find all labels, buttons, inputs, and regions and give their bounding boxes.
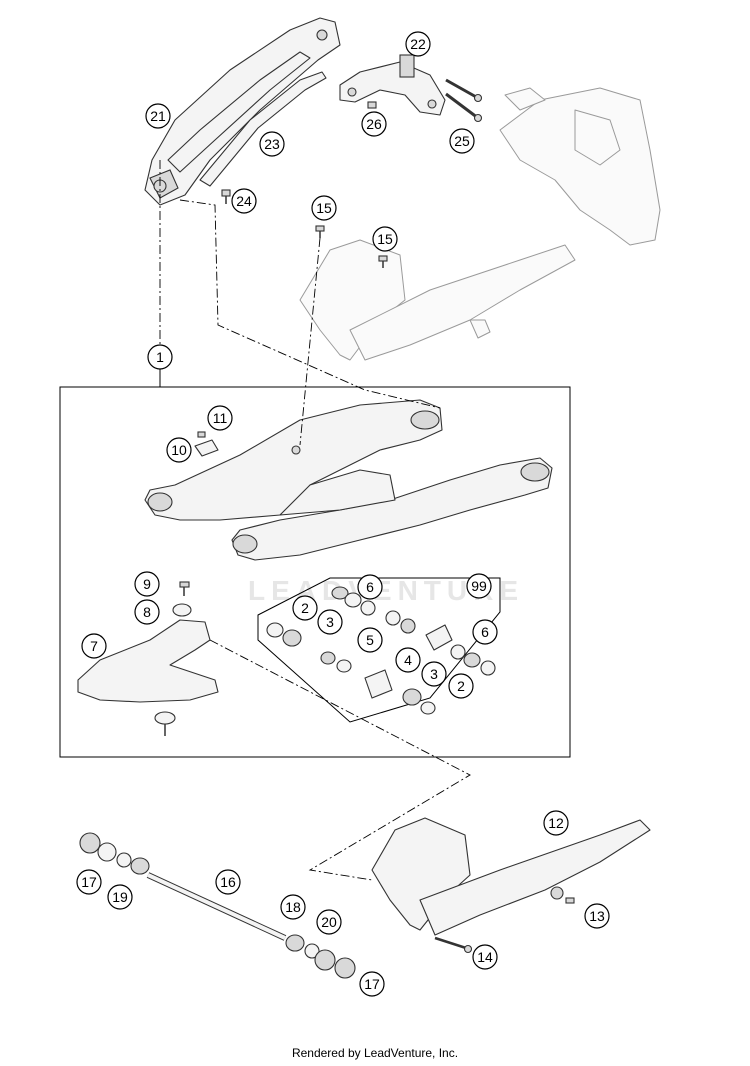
bearing-kit-frame (257, 577, 501, 723)
callout-15b: 15 (372, 226, 398, 252)
callout-5: 5 (357, 627, 383, 653)
callout-1: 1 (147, 344, 173, 387)
bearing-kit-parts (266, 586, 496, 715)
callout-2b: 2 (448, 673, 474, 699)
subframe-part (144, 17, 341, 206)
svg-text:4: 4 (404, 652, 412, 668)
svg-text:22: 22 (410, 36, 426, 52)
callout-19: 19 (107, 884, 133, 910)
grommet-part (154, 711, 176, 736)
callout-10: 10 (166, 437, 192, 463)
bolt-25-part (445, 78, 483, 123)
svg-text:17: 17 (364, 976, 380, 992)
svg-text:18: 18 (285, 899, 301, 915)
callout-20: 20 (316, 909, 342, 935)
svg-text:23: 23 (264, 136, 280, 152)
callout-13: 13 (584, 903, 610, 929)
bolt-24-part (221, 189, 231, 204)
svg-text:99: 99 (471, 578, 487, 594)
clip-part (194, 431, 219, 457)
callout-6a: 6 (357, 574, 383, 600)
bolt-14-part (434, 936, 473, 954)
svg-text:11: 11 (213, 410, 228, 426)
svg-text:7: 7 (90, 638, 98, 654)
callout-21: 21 (145, 103, 171, 129)
swingarm-part (144, 399, 553, 561)
svg-text:5: 5 (366, 632, 374, 648)
svg-text:15: 15 (316, 200, 332, 216)
svg-text:19: 19 (112, 889, 128, 905)
svg-text:13: 13 (589, 908, 605, 924)
callout-9: 9 (134, 571, 160, 597)
callout-3b: 3 (421, 661, 447, 687)
footer-credit: Rendered by LeadVenture, Inc. (291, 1046, 459, 1060)
svg-text:20: 20 (321, 914, 337, 930)
svg-text:24: 24 (236, 193, 252, 209)
svg-text:6: 6 (366, 579, 374, 595)
screw-13-part (565, 897, 575, 904)
svg-text:25: 25 (454, 133, 470, 149)
svg-text:17: 17 (81, 874, 97, 890)
callout-2a: 2 (292, 595, 318, 621)
callout-99: 99 (466, 573, 492, 599)
svg-text:15: 15 (377, 231, 393, 247)
assembly-frame (59, 386, 571, 758)
svg-text:10: 10 (171, 442, 187, 458)
svg-text:6: 6 (481, 624, 489, 640)
callout-25: 25 (449, 128, 475, 154)
screw-9-part (179, 581, 190, 596)
screw-15-parts (315, 225, 388, 268)
callout-18: 18 (280, 894, 306, 920)
svg-text:14: 14 (477, 949, 493, 965)
chain-slider-part (77, 619, 219, 703)
callout-16: 16 (215, 869, 241, 895)
callout-6b: 6 (472, 619, 498, 645)
bracket-part (339, 54, 446, 116)
svg-text:3: 3 (326, 614, 334, 630)
svg-text:1: 1 (156, 349, 164, 365)
svg-text:2: 2 (301, 600, 309, 616)
ghost-tail-section (499, 87, 661, 246)
callout-17b: 17 (359, 971, 385, 997)
cap-8-part (172, 603, 192, 617)
callout-26: 26 (361, 111, 387, 137)
callout-14: 14 (472, 944, 498, 970)
callout-15a: 15 (311, 195, 337, 221)
axle-part (146, 872, 287, 941)
callout-24: 24 (231, 188, 257, 214)
svg-text:26: 26 (366, 116, 382, 132)
axle-right-parts (285, 934, 356, 979)
callout-11: 11 (207, 405, 233, 431)
svg-text:16: 16 (220, 874, 236, 890)
svg-text:2: 2 (457, 678, 465, 694)
callout-23: 23 (259, 131, 285, 157)
ghost-chain-guard-top (299, 239, 576, 361)
callout-3a: 3 (317, 609, 343, 635)
callout-8: 8 (134, 599, 160, 625)
svg-text:12: 12 (548, 815, 564, 831)
chain-guard-part (371, 817, 651, 936)
svg-text:3: 3 (430, 666, 438, 682)
callout-4: 4 (395, 647, 421, 673)
callout-17a: 17 (76, 869, 102, 895)
svg-text:9: 9 (143, 576, 151, 592)
nut-26-part (367, 101, 377, 109)
axle-left-parts (79, 832, 150, 875)
callout-12: 12 (543, 810, 569, 836)
callout-7: 7 (81, 633, 107, 659)
svg-text:8: 8 (143, 604, 151, 620)
callout-22: 22 (405, 31, 431, 57)
strut-part (199, 71, 327, 187)
svg-text:21: 21 (150, 108, 166, 124)
